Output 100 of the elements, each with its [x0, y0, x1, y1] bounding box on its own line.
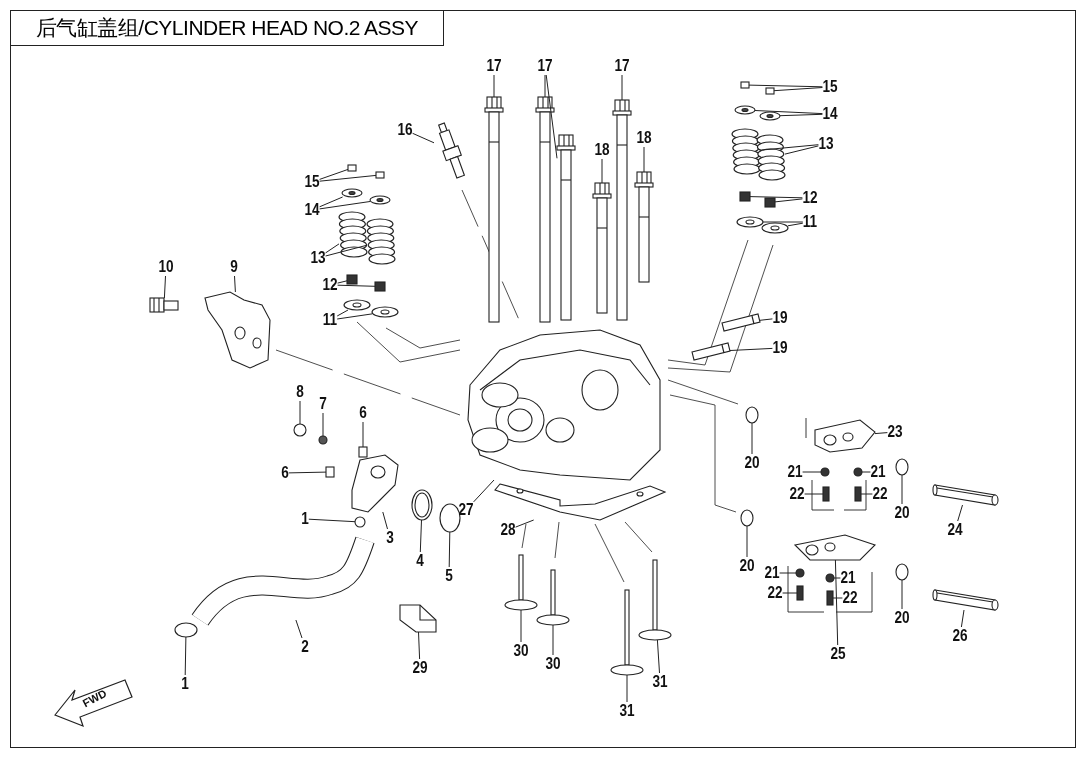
screw [796, 585, 804, 601]
callout-number: 22 [767, 584, 783, 602]
washer [745, 406, 759, 424]
callout-number: 4 [416, 552, 424, 570]
spring-retainer [734, 105, 756, 115]
leader-line [325, 243, 340, 254]
callout-number: 13 [310, 249, 326, 267]
callout-number: 6 [359, 404, 367, 422]
valve [638, 559, 672, 641]
valve [610, 589, 644, 676]
leader-line [336, 313, 373, 320]
leader-line [748, 84, 823, 88]
nut [853, 467, 863, 477]
callout-number: 20 [894, 504, 910, 522]
spring-retainer [759, 111, 781, 121]
leader-line [515, 519, 535, 528]
callout-number: 24 [947, 521, 963, 539]
leader-line [779, 572, 797, 574]
leader-line [784, 145, 819, 155]
valve-seal [374, 281, 386, 292]
valve-cap [347, 164, 357, 172]
leader-line [754, 110, 823, 115]
rocker-shaft [932, 589, 999, 611]
callout-number: 3 [386, 529, 394, 547]
callout-number: 21 [870, 463, 886, 481]
callout-number: 23 [887, 423, 903, 441]
callout-number: 18 [594, 141, 610, 159]
leader-line [746, 525, 748, 558]
leader-line [493, 74, 495, 98]
callout-number: 16 [397, 121, 413, 139]
leader-line [319, 168, 349, 180]
callout-number: 10 [158, 258, 174, 276]
screw [826, 590, 834, 606]
washer [736, 216, 764, 228]
leader-line [418, 631, 421, 660]
mounting-bracket [204, 291, 271, 369]
leader-line [299, 400, 301, 425]
valve-spring [731, 128, 761, 175]
callout-number: 27 [458, 501, 474, 519]
callout-number: 15 [304, 173, 320, 191]
valve-spring [366, 218, 396, 265]
callout-number: 8 [296, 383, 304, 401]
leader-line [773, 87, 823, 92]
valve-seal [764, 197, 776, 208]
leader-line [729, 347, 773, 351]
valve-cap [740, 81, 750, 89]
leader-line [861, 471, 871, 473]
leader-line [901, 579, 903, 610]
leader-line [520, 609, 522, 643]
valve-seal [739, 191, 751, 202]
o-ring [411, 489, 433, 521]
callout-number: 25 [830, 645, 846, 663]
leader-line [308, 518, 356, 523]
dowel-pin [721, 313, 761, 332]
leader-line [473, 479, 495, 503]
hose [192, 536, 375, 627]
leader-line [832, 597, 843, 599]
temperature-sensor [399, 604, 437, 633]
leader-line [319, 201, 371, 210]
flange-bolt [149, 297, 179, 313]
callout-number: 2 [301, 638, 309, 656]
nut [825, 573, 835, 583]
leader-line [759, 318, 773, 321]
leader-line [448, 531, 451, 568]
bolt [325, 466, 335, 478]
washer [761, 222, 789, 234]
valve-seal [346, 274, 358, 285]
callout-number: 30 [545, 655, 561, 673]
callout-number: 19 [772, 339, 788, 357]
leader-line [601, 158, 603, 184]
washer [343, 299, 371, 311]
leader-line [163, 275, 166, 299]
leader-line [322, 412, 324, 437]
callout-number: 21 [840, 569, 856, 587]
valve-cap [765, 87, 775, 95]
leader-line [319, 196, 344, 208]
callout-number: 20 [739, 557, 755, 575]
callout-number: 17 [614, 57, 630, 75]
leader-line [234, 275, 236, 293]
callout-number: 22 [872, 485, 888, 503]
bolt [358, 446, 368, 458]
leader-line [787, 222, 804, 227]
callout-number: 22 [789, 485, 805, 503]
leader-line [545, 74, 558, 159]
callout-number: 1 [301, 510, 309, 528]
washer [740, 509, 754, 527]
leader-line [779, 113, 823, 117]
bolt [484, 96, 504, 323]
rocker-shaft [932, 484, 999, 506]
leader-line [325, 244, 368, 257]
callout-number: 12 [322, 276, 338, 294]
bolt [535, 96, 555, 323]
leader-line [834, 559, 839, 646]
dowel-pin [691, 342, 731, 361]
callout-number: 17 [537, 57, 553, 75]
leader-line [295, 619, 303, 639]
callout-number: 9 [230, 258, 238, 276]
callout-number: 6 [281, 464, 289, 482]
leader-line [802, 471, 822, 473]
nut [795, 568, 805, 578]
